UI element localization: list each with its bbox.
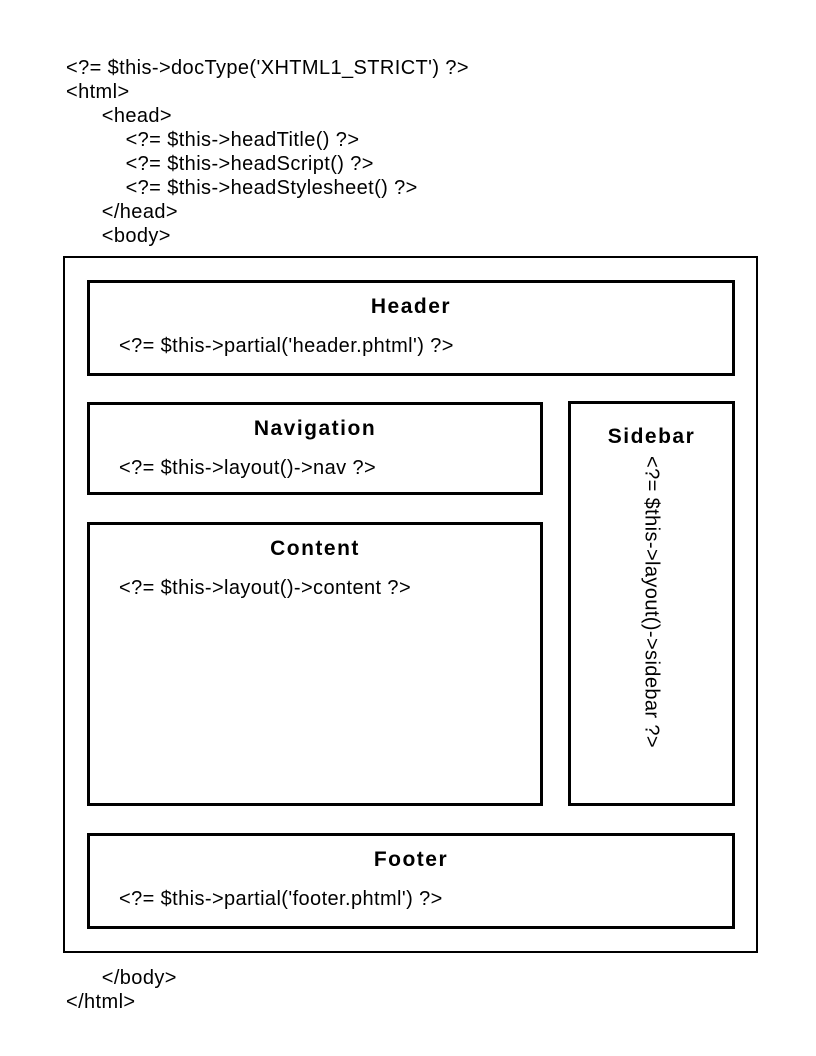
code-line-body-close: </body> xyxy=(66,967,177,989)
code-block-bottom: </body> </html> xyxy=(66,966,177,1014)
code-line-head-open: <head> xyxy=(66,105,172,127)
code-block-top: <?= $this->docType('XHTML1_STRICT') ?> <… xyxy=(66,56,469,248)
navigation-box-code: <?= $this->layout()->nav ?> xyxy=(119,457,377,479)
content-box-title: Content xyxy=(270,537,360,560)
sidebar-box-title: Sidebar xyxy=(607,425,696,448)
header-box-code: <?= $this->partial('header.phtml') ?> xyxy=(119,335,454,357)
footer-box: Footer <?= $this->partial('footer.phtml'… xyxy=(87,833,735,929)
code-line-head-close: </head> xyxy=(66,201,178,223)
code-line-body-open: <body> xyxy=(66,225,171,247)
code-line-html-open: <html> xyxy=(66,81,130,103)
code-line-head-stylesheet: <?= $this->headStylesheet() ?> xyxy=(66,177,418,199)
content-box-code: <?= $this->layout()->content ?> xyxy=(119,577,412,599)
sidebar-box-code-vertical: <?= $this->layout()->sidebar ?> xyxy=(640,456,663,749)
code-line-head-script: <?= $this->headScript() ?> xyxy=(66,153,374,175)
code-line-html-close: </html> xyxy=(66,991,136,1013)
footer-box-title: Footer xyxy=(373,848,449,871)
footer-box-code: <?= $this->partial('footer.phtml') ?> xyxy=(119,888,443,910)
code-line-head-title: <?= $this->headTitle() ?> xyxy=(66,129,360,151)
code-line-doctype: <?= $this->docType('XHTML1_STRICT') ?> xyxy=(66,57,469,79)
navigation-box-title: Navigation xyxy=(253,417,377,440)
sidebar-box: Sidebar <?= $this->layout()->sidebar ?> xyxy=(568,401,735,806)
content-box: Content <?= $this->layout()->content ?> xyxy=(87,522,543,806)
header-box-title: Header xyxy=(370,295,452,318)
header-box: Header <?= $this->partial('header.phtml'… xyxy=(87,280,735,376)
navigation-box: Navigation <?= $this->layout()->nav ?> xyxy=(87,402,543,495)
